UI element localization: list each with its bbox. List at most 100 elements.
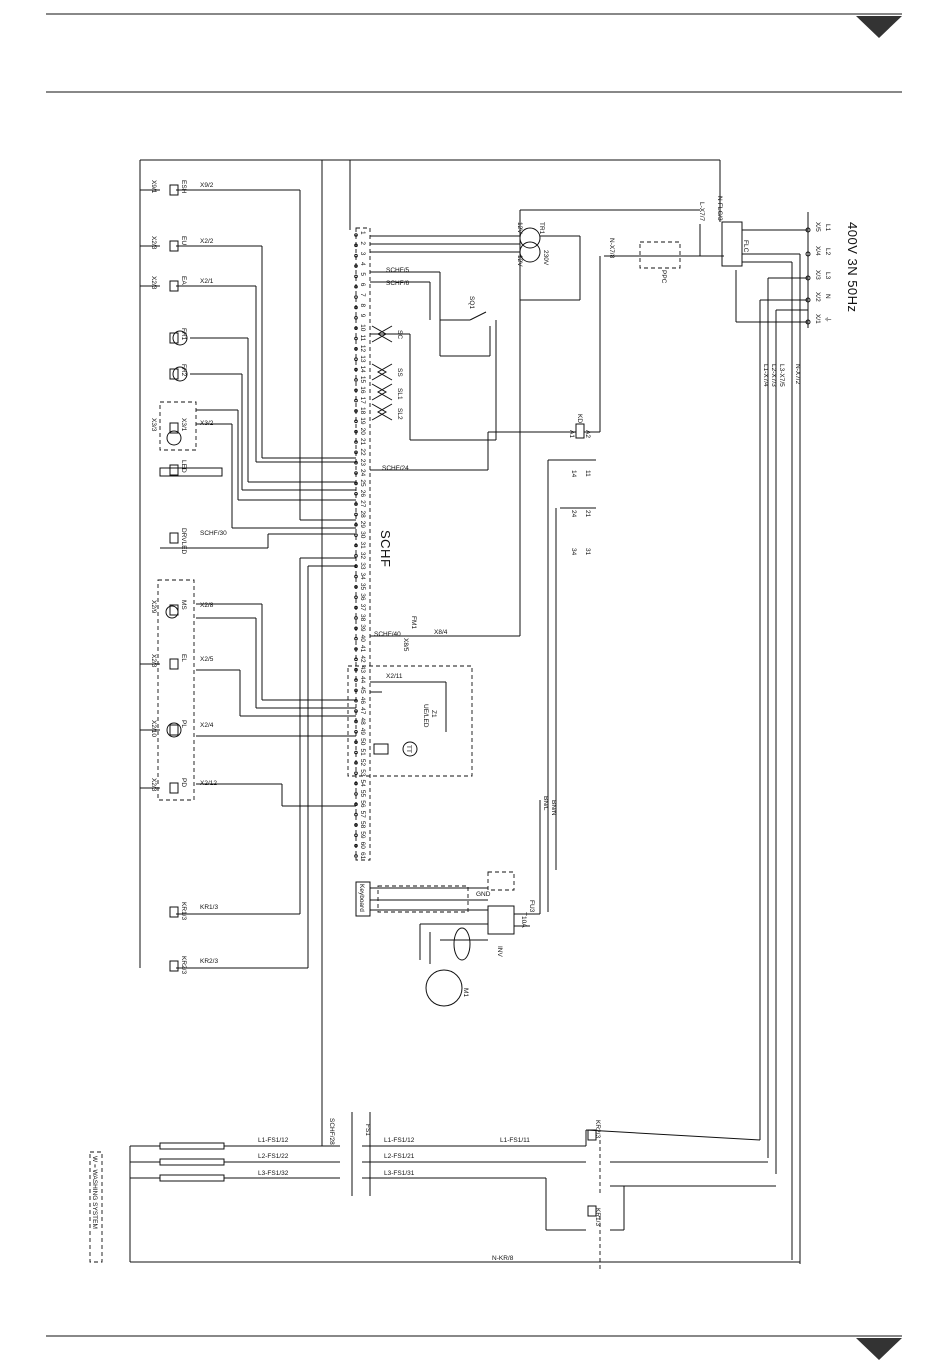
schf-pin <box>354 543 358 548</box>
schf-pin <box>354 398 358 403</box>
pressure-box <box>157 579 195 801</box>
schf-terminal-17: 17 <box>359 397 366 405</box>
washing-motor-box <box>159 401 197 451</box>
label-a2: A2 <box>584 430 591 438</box>
component-ref-1: X9/1 <box>150 180 157 194</box>
label-k31: 31 <box>584 548 591 556</box>
schf-pin <box>354 574 358 579</box>
supply-ref-5: X/1 <box>814 314 821 324</box>
label-gnd: GND <box>476 891 491 898</box>
schf-terminal-13: 13 <box>359 355 366 363</box>
label-kd: KD <box>576 414 583 423</box>
component-name-3: EA <box>180 276 187 285</box>
schf-terminal-53: 53 <box>359 769 366 777</box>
schf-pin <box>354 471 358 475</box>
schf-pin <box>354 854 358 858</box>
schf-terminal-23: 23 <box>359 459 366 467</box>
bottom-corner-arrow-icon <box>856 1338 902 1360</box>
component-ref-12: X2/3 <box>150 778 157 792</box>
tt-sensor <box>402 741 418 757</box>
sensor-label-sc: SC <box>396 330 403 339</box>
schf-terminal-19: 19 <box>359 417 366 425</box>
schf-pin <box>354 771 358 776</box>
heater-element-3 <box>159 1174 225 1182</box>
component-X3/1 <box>169 422 179 434</box>
component-label-3: X2/1 <box>200 278 214 285</box>
schf-terminal-21: 21 <box>359 438 366 446</box>
sensor-sl2 <box>371 403 388 421</box>
wire <box>585 1129 761 1141</box>
flc-filter <box>721 221 743 267</box>
schf-terminal-18: 18 <box>359 407 366 415</box>
schf-terminal-5: 5 <box>359 272 366 276</box>
label-ueled: UE/LED <box>422 704 429 728</box>
component-name-1: ESH <box>180 180 187 194</box>
label-x85: X8/5 <box>402 638 409 652</box>
motor-symbol <box>166 430 182 446</box>
label-inv: INV <box>496 946 503 958</box>
schf-pin <box>354 843 358 848</box>
schf-pin <box>354 336 358 341</box>
label-schf28: SCHF/28 <box>328 1118 335 1145</box>
supply-ref-4: X/2 <box>814 292 821 302</box>
schf-pin <box>354 667 358 672</box>
component-ref-10: X2/3 <box>150 654 157 668</box>
schf-terminal-25: 25 <box>359 479 366 487</box>
schf-pin <box>354 409 358 413</box>
led-bar <box>159 467 223 477</box>
schf-pin <box>354 284 358 289</box>
schf-pin <box>354 554 358 558</box>
component-label-9: X2/8 <box>200 602 214 609</box>
washing-system-box <box>347 665 473 777</box>
label-l3fs131: L3-FS1/31 <box>384 1170 415 1177</box>
schf-pin <box>354 305 358 310</box>
schf-terminal-35: 35 <box>359 583 366 591</box>
schf-pin <box>354 616 358 620</box>
schf-terminal-48: 48 <box>359 717 366 725</box>
schf-pin <box>354 626 358 631</box>
component-name-7: LED <box>180 460 187 473</box>
component-KR1/3 <box>169 906 179 918</box>
schf-terminal-7: 7 <box>359 293 366 297</box>
sensor-sl1 <box>371 383 388 401</box>
label-schf6: SCHF/6 <box>386 280 410 287</box>
keyboard-label: Keyboard <box>358 884 365 912</box>
schf-terminal-28: 28 <box>359 510 366 518</box>
label-x211: X2/11 <box>386 673 403 680</box>
label-tr1: TR1 <box>538 222 545 235</box>
legend-box <box>89 1151 103 1263</box>
sensor-label-sl1: SL1 <box>396 388 403 400</box>
schf-pin <box>354 502 358 506</box>
ppc-label: PPC <box>660 270 667 284</box>
schf-terminal-6: 6 <box>359 283 366 287</box>
label-x77: L-X7/7 <box>698 202 705 222</box>
contactor-kr1-coil <box>587 1205 597 1217</box>
supply-terminal-3: L3 <box>824 272 831 280</box>
label-bnl: BN/L <box>542 796 549 811</box>
label-t10a: T10A <box>520 912 527 928</box>
schf-terminal-10: 10 <box>359 324 366 332</box>
schf-terminal-26: 26 <box>359 490 366 498</box>
schf-terminal-39: 39 <box>359 624 366 632</box>
schf-pin <box>354 678 358 682</box>
schf-terminal-55: 55 <box>359 790 366 798</box>
fr1-symbol <box>172 330 188 346</box>
schf-terminal-12: 12 <box>359 345 366 353</box>
schf-terminals: 1234567891011121314151617181920212223242… <box>354 231 366 860</box>
sensor-label-sl2: SL2 <box>396 408 403 420</box>
supply-terminal-5: ⏚ <box>824 316 832 323</box>
supply-terminal-4: N <box>824 294 831 299</box>
label-fm1: FM1 <box>410 616 417 629</box>
schf-pin <box>354 243 358 248</box>
ms-symbol <box>165 605 179 619</box>
schf-terminal-44: 44 <box>359 676 366 684</box>
supply-voltage: 400V 3N 50Hz <box>845 222 860 313</box>
schf-pin <box>354 636 358 641</box>
schf-pin <box>354 491 358 496</box>
component-name-4: FR1 <box>180 328 187 341</box>
schf-terminal-33: 33 <box>359 562 366 570</box>
schf-terminal-51: 51 <box>359 749 366 757</box>
component-name-8: DRVLED <box>180 528 187 555</box>
schf-pin <box>354 233 358 237</box>
schf-terminal-2: 2 <box>359 241 366 245</box>
